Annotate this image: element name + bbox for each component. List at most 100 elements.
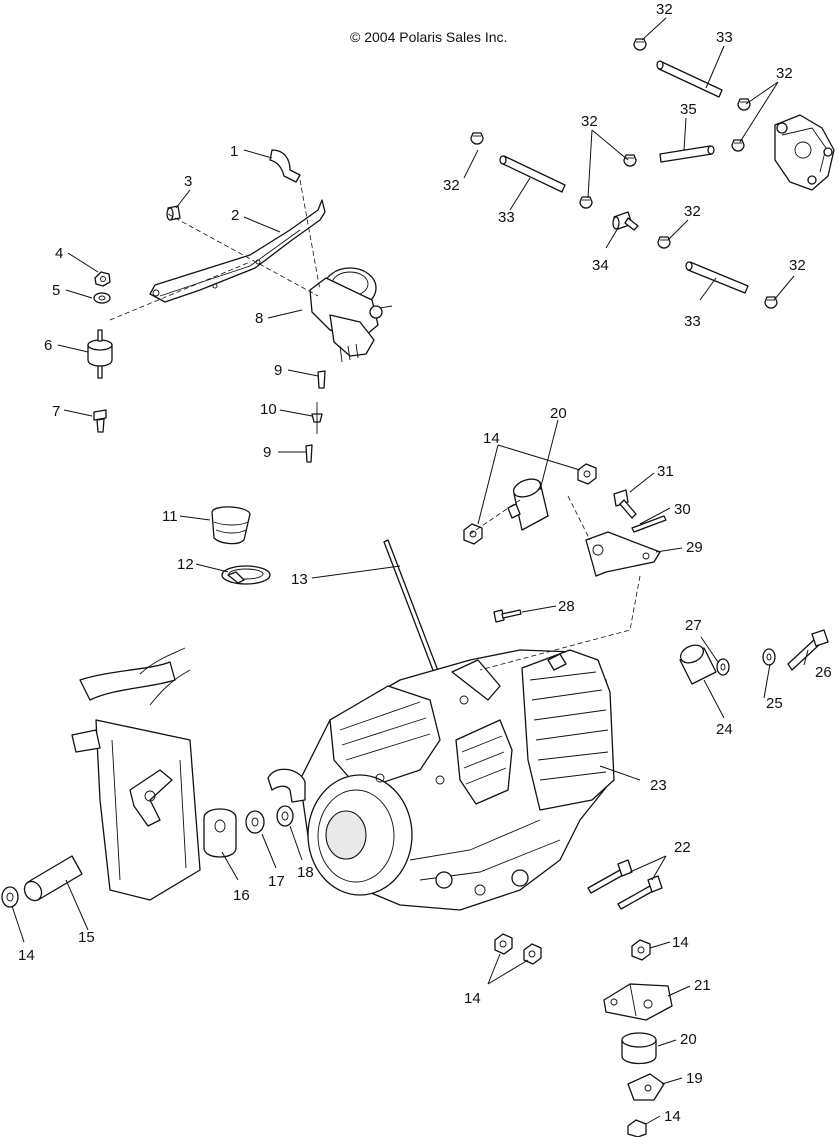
- assembly-lines: [109, 179, 641, 671]
- callout-23: 23: [650, 777, 667, 794]
- nut-14-top-left: [463, 523, 483, 545]
- callout-4: 4: [55, 245, 63, 262]
- callout-12: 12: [177, 556, 194, 573]
- callout-20-bottom: 20: [680, 1031, 697, 1048]
- bracket-29: [585, 531, 661, 577]
- washer-27: [716, 658, 730, 676]
- nut-14-right: [631, 939, 651, 961]
- stud-30: [631, 515, 667, 533]
- callout-30: 30: [674, 501, 691, 518]
- callout-6: 6: [44, 337, 52, 354]
- callout-14-bottom-right: 14: [664, 1108, 681, 1125]
- callout-3: 3: [184, 173, 192, 190]
- engine-mount-20-top: [507, 478, 549, 531]
- rod-13: [383, 539, 445, 691]
- callout-16: 16: [233, 887, 250, 904]
- callout-15: 15: [78, 929, 95, 946]
- plate-19: [627, 1073, 665, 1101]
- callout-32-middle: 32: [581, 113, 598, 130]
- callout-13: 13: [291, 571, 308, 588]
- bracket-21: [603, 983, 673, 1021]
- callout-14-left: 14: [18, 947, 35, 964]
- washer-14-left: [1, 886, 19, 908]
- callout-14-right: 14: [672, 934, 689, 951]
- callout-11: 11: [162, 508, 178, 525]
- callout-17: 17: [268, 873, 285, 890]
- clamp-32-e: [623, 154, 637, 167]
- hose-33-top: [656, 60, 723, 98]
- clamp-32-g: [657, 236, 671, 249]
- bolts-22: [587, 859, 663, 910]
- frame-section: [71, 647, 201, 901]
- hose-clamp-12: [221, 565, 271, 585]
- needle-10: [311, 402, 323, 434]
- nut-14-bottom-a: [494, 933, 513, 955]
- callout-10: 10: [260, 401, 277, 418]
- nut-14-bottom-right: [627, 1119, 647, 1137]
- callout-25: 25: [766, 695, 783, 712]
- leader-lines: [11, 17, 809, 1125]
- engine-mount-20-bottom: [621, 1032, 657, 1065]
- callout-21: 21: [694, 977, 711, 994]
- callout-33-left: 33: [498, 209, 515, 226]
- intake-boot-11: [211, 506, 251, 545]
- spacer-15: [23, 855, 83, 902]
- bolt-26: [787, 629, 829, 671]
- hose-33-bottom: [685, 261, 749, 294]
- vent-tube-1: [269, 149, 301, 183]
- callout-26: 26: [815, 664, 832, 681]
- spacer-24: [679, 644, 717, 685]
- bolt-31: [613, 489, 637, 519]
- callout-9-bottom: 9: [263, 444, 271, 461]
- callout-32-lower: 32: [684, 203, 701, 220]
- callout-32-left: 32: [443, 177, 460, 194]
- jet-9-top: [317, 370, 326, 389]
- callout-22: 22: [674, 839, 691, 856]
- callout-29: 29: [686, 539, 703, 556]
- callout-27: 27: [685, 617, 702, 634]
- clamp-32-f: [579, 196, 593, 209]
- clamp-32-a: [633, 38, 647, 51]
- clamp-32-b: [737, 98, 751, 111]
- screw-28: [493, 609, 522, 623]
- hose-35: [659, 145, 715, 163]
- callout-32-right: 32: [776, 65, 793, 82]
- callout-2: 2: [231, 207, 239, 224]
- nut-14-bottom-b: [523, 943, 542, 965]
- callout-28: 28: [558, 598, 575, 615]
- carburetor-8: [309, 267, 393, 363]
- isolator-mount-6: [87, 329, 113, 379]
- screw-7: [93, 409, 107, 433]
- callout-7: 7: [52, 403, 60, 420]
- callout-33-top: 33: [716, 29, 733, 46]
- engine-23: [267, 649, 615, 911]
- hose-33-left: [499, 155, 566, 193]
- callout-9-top: 9: [274, 362, 282, 379]
- thermostat-housing: [774, 114, 835, 191]
- jet-9-bottom: [305, 444, 313, 463]
- callout-18: 18: [297, 864, 314, 881]
- callout-35: 35: [680, 101, 697, 118]
- copyright-text: © 2004 Polaris Sales Inc.: [350, 29, 507, 45]
- callout-8: 8: [255, 310, 263, 327]
- callout-32-top: 32: [656, 1, 673, 18]
- washer-25: [762, 648, 776, 666]
- callout-5: 5: [52, 282, 60, 299]
- callout-34: 34: [592, 257, 609, 274]
- callout-20-top: 20: [550, 405, 567, 422]
- clamp-32-c: [731, 139, 745, 152]
- callout-1: 1: [230, 143, 238, 160]
- callout-33-bottom: 33: [684, 313, 701, 330]
- callout-14-top: 14: [483, 430, 500, 447]
- fitting-34: [612, 211, 639, 231]
- washer-18: [276, 805, 294, 827]
- bushing-16: [203, 808, 237, 858]
- nut-4: [94, 271, 111, 287]
- callout-19: 19: [686, 1070, 703, 1087]
- washer-5: [93, 292, 111, 304]
- callout-14-bottom: 14: [464, 990, 481, 1007]
- carburetor-group: [87, 149, 393, 463]
- hose-group: [470, 38, 835, 309]
- callout-24: 24: [716, 721, 733, 738]
